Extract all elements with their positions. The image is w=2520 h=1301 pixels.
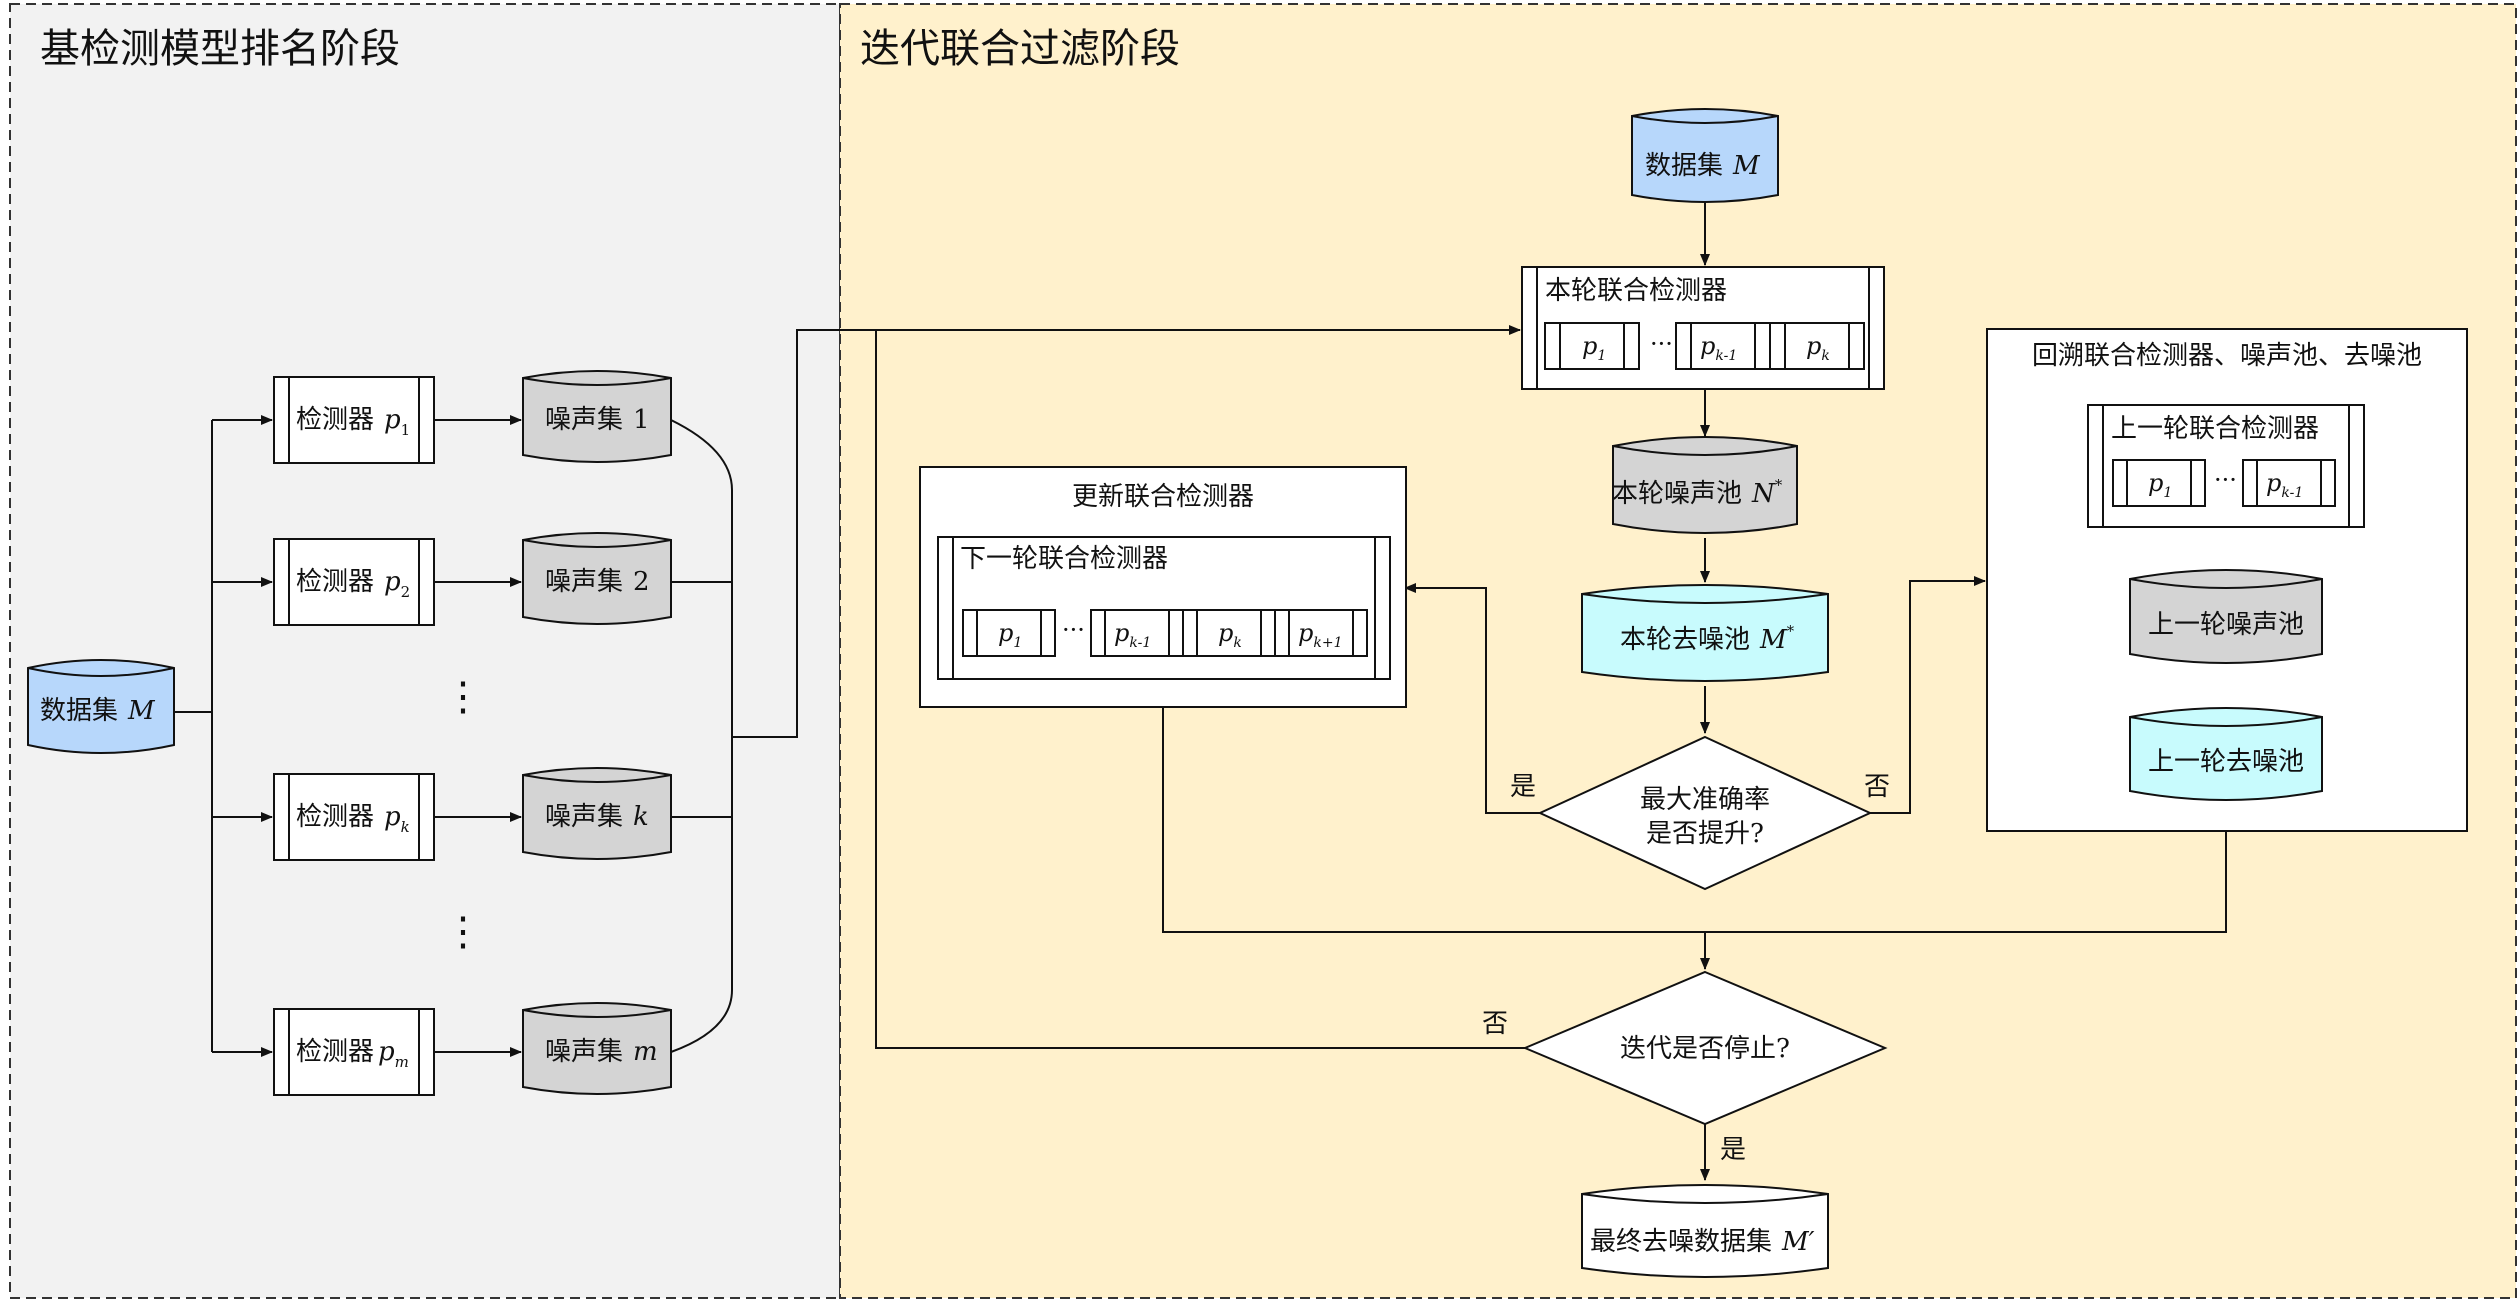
left-dataset-label: 数据集 [40, 696, 118, 726]
detector-label: 检测器 [296, 567, 374, 597]
prev-noise-pool: 上一轮噪声池 [2129, 569, 2323, 664]
current-combined-detector: 本轮联合检测器 p1 ··· pk-1 pk [1521, 266, 1885, 390]
accuracy-decision: 最大准确率 是否提升? [1537, 735, 1873, 891]
current-detector-cell-pk-1: pk-1 [1675, 322, 1771, 370]
svg-text:pk-1: pk-1 [2266, 469, 2303, 501]
prev-detector-dots: ··· [2214, 466, 2237, 494]
decision1-no-label: 否 [1864, 772, 1890, 802]
svg-text:上一轮去噪池: 上一轮去噪池 [2148, 747, 2304, 777]
svg-text:回溯联合检测器、噪声池、去噪池: 回溯联合检测器、噪声池、去噪池 [2032, 341, 2422, 371]
decision1-yes-label: 是 [1510, 772, 1536, 802]
detector-label: 检测器 [296, 802, 374, 832]
current-detector-dots: ··· [1650, 330, 1673, 358]
svg-text:pk+1: pk+1 [1298, 619, 1343, 651]
backtrack-panel: 回溯联合检测器、噪声池、去噪池 上一轮联合检测器 p1 ··· pk-1 上一轮… [1986, 328, 2468, 832]
svg-text:更新联合检测器: 更新联合检测器 [1072, 482, 1254, 512]
current-detector-cell-p1: p1 [1544, 322, 1640, 370]
prev-detector-cell-pk-1: pk-1 [2242, 459, 2336, 507]
next-detector-cell-p1: p1 [962, 609, 1056, 657]
svg-text:最大准确率: 最大准确率 [1640, 785, 1770, 815]
decision2-no-label: 否 [1482, 1009, 1508, 1039]
stop-decision: 迭代是否停止? [1522, 970, 1888, 1126]
svg-text:pk-1: pk-1 [1700, 332, 1737, 364]
next-detector-dots: ··· [1062, 616, 1085, 644]
ranking-stage-panel [9, 3, 841, 1299]
prev-detector-cell-p1: p1 [2112, 459, 2206, 507]
svg-text:p1: p1 [998, 619, 1022, 651]
ranking-stage-title: 基检测模型排名阶段 [40, 26, 400, 72]
svg-text:p1: p1 [1582, 332, 1606, 364]
svg-text:下一轮联合检测器: 下一轮联合检测器 [960, 544, 1168, 574]
current-detector-cell-pk: pk [1769, 322, 1865, 370]
svg-text:p1: p1 [2148, 469, 2172, 501]
ellipsis-upper: ⋮ [443, 674, 483, 720]
svg-text:pk-1: pk-1 [1114, 619, 1151, 651]
svg-text:迭代是否停止?: 迭代是否停止? [1620, 1034, 1790, 1064]
svg-text:是否提升?: 是否提升? [1646, 819, 1764, 849]
detector-label: 检测器 [296, 405, 374, 435]
next-detector-cell-pk+1: pk+1 [1274, 609, 1368, 657]
next-detector-cell-pk-1: pk-1 [1090, 609, 1184, 657]
next-detector-cell-pk: pk [1182, 609, 1276, 657]
prev-denoised-pool: 上一轮去噪池 [2129, 707, 2323, 801]
svg-text:上一轮噪声池: 上一轮噪声池 [2148, 610, 2304, 640]
decision2-yes-label: 是 [1720, 1135, 1746, 1165]
svg-text:本轮联合检测器: 本轮联合检测器 [1545, 276, 1727, 306]
ellipsis-lower: ⋮ [443, 909, 483, 955]
update-detector-panel: 更新联合检测器 下一轮联合检测器 p1 ··· pk-1 pk pk+1 [919, 466, 1407, 708]
svg-text:上一轮联合检测器: 上一轮联合检测器 [2111, 414, 2319, 444]
detector-label: 检测器 [296, 1037, 374, 1067]
svg-text:pk: pk [1806, 332, 1830, 364]
left-dataset-var: M [127, 696, 156, 726]
left-dataset-cylinder: 数据集 M [27, 659, 175, 754]
svg-text:pk: pk [1218, 619, 1242, 651]
filtering-stage-title: 迭代联合过滤阶段 [860, 26, 1180, 72]
